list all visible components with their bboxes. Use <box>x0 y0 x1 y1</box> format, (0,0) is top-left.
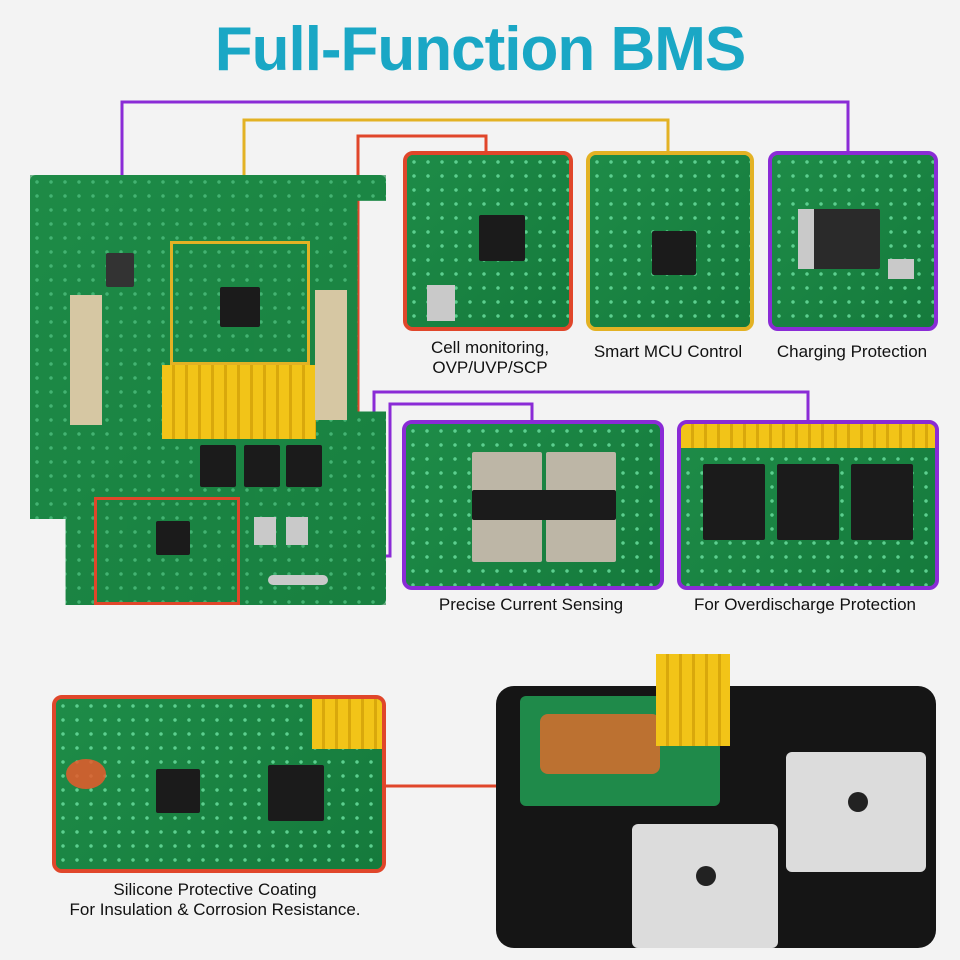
cell-monitoring-inset <box>403 151 573 331</box>
mcu-caption: Smart MCU Control <box>593 342 743 361</box>
overdischarge-inset <box>677 420 939 590</box>
cell-monitoring-caption: Cell monitoring, OVP/UVP/SCP <box>430 338 550 377</box>
page-title: Full-Function BMS <box>214 15 747 84</box>
coating-caption: Silicone Protective Coating For Insulati… <box>69 880 361 919</box>
charging-caption: Charging Protection <box>776 342 928 361</box>
current-sensing-caption: Precise Current Sensing <box>438 595 624 614</box>
battery-pack <box>496 626 936 948</box>
main-pcb <box>30 175 386 605</box>
overdischarge-caption: For Overdischarge Protection <box>693 595 917 614</box>
charging-inset <box>768 151 938 331</box>
current-sensing-inset <box>402 420 664 590</box>
mcu-inset <box>586 151 754 331</box>
coating-inset <box>52 695 386 873</box>
